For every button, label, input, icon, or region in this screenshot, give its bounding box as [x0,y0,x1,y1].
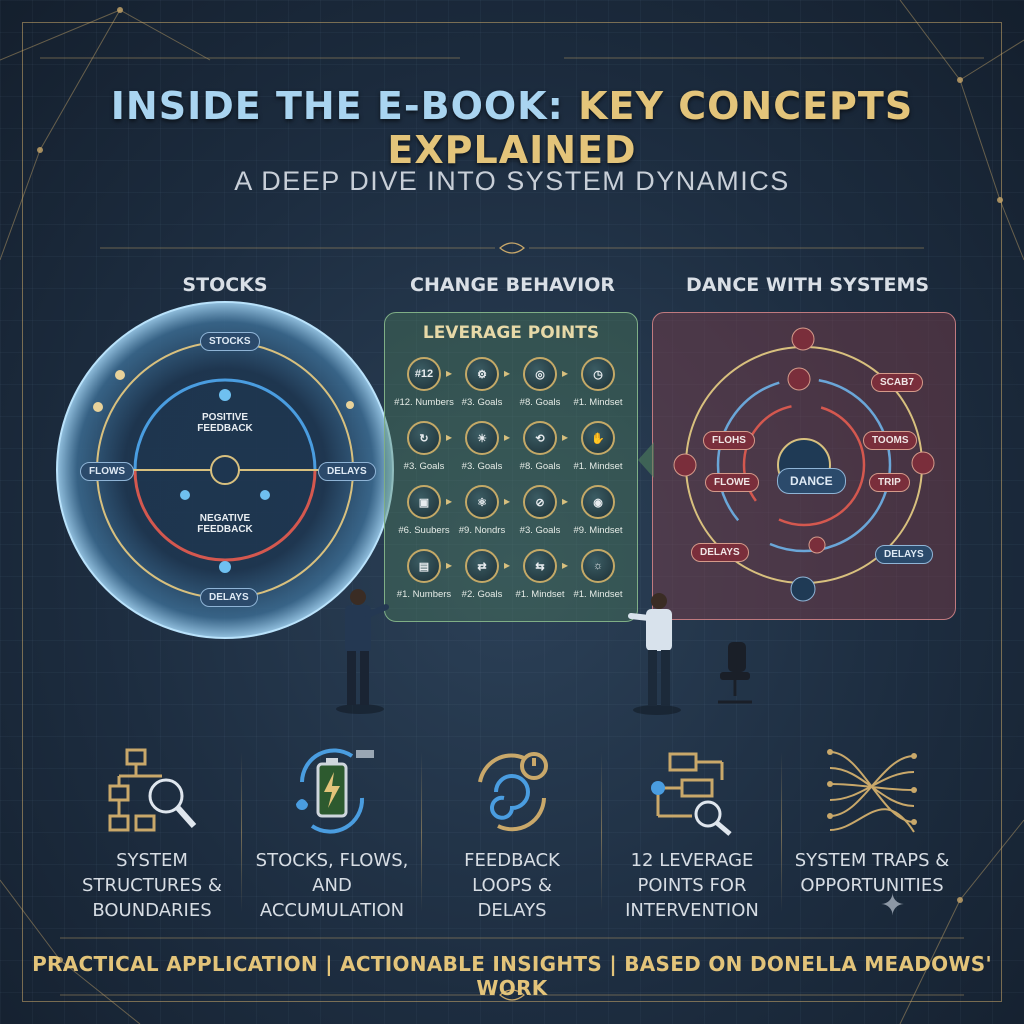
footer-tagline: PRACTICAL APPLICATION | ACTIONABLE INSIG… [32,952,992,1000]
flow-diagram-icon [651,752,732,836]
leverage-caption: #1. Mindset [573,397,623,408]
leverage-node: ▤ [407,549,441,583]
leverage-node: ⟲ [523,421,557,455]
leverage-caption: #9. Mindset [573,525,623,536]
leverage-node: ☀ [465,421,499,455]
arrow-right-icon: ▸ [446,430,453,444]
leverage-caption: #3. Goals [461,461,503,472]
leverage-node: ◷ [581,357,615,391]
feature-label: SYSTEM STRUCTURES & BOUNDARIES [82,850,222,921]
gold-frame [22,22,1002,1002]
leverage-node: ⚙ [465,357,499,391]
feature-label: 12 LEVERAGE POINTS FOR INTERVENTION [625,850,759,921]
leverage-caption: #12. Numbers [394,397,454,408]
battery-cycle-icon [296,748,374,834]
stocks-node-top: STOCKS [200,332,260,351]
leverage-node: ▣ [407,485,441,519]
leverage-caption: #1. Numbers [396,589,452,600]
leverage-node: ⇆ [523,549,557,583]
negative-feedback-label: NEGATIVE FEEDBACK [197,513,253,535]
dance-node-flohs: FLOHS [703,431,755,450]
feature-label: FEEDBACK LOOPS & DELAYS [464,850,560,921]
positive-feedback-label: POSITIVE FEEDBACK [197,412,253,434]
dance-node-trip: TRIP [869,473,910,492]
dance-node-delays-left: DELAYS [691,543,749,562]
leverage-points-title: LEVERAGE POINTS [422,323,600,343]
leverage-caption: #3. Goals [519,525,561,536]
page-title: INSIDE THE E-BOOK: KEY CONCEPTS EXPLAINE… [0,84,1024,172]
office-chair [718,642,752,704]
feature-stocks-flows: STOCKS, FLOWS, AND ACCUMULATION [242,742,422,927]
presenter-figure-right [628,593,681,715]
leverage-node: ◎ [523,357,557,391]
divider [241,752,242,912]
arrow-right-icon: ▸ [446,366,453,380]
arrow-right-icon: ▸ [562,558,569,572]
leverage-caption: #2. Goals [461,589,503,600]
title-part-2: KEY CONCEPTS EXPLAINED [387,84,914,172]
leverage-node: ⇄ [465,549,499,583]
feature-leverage-points: 12 LEVERAGE POINTS FOR INTERVENTION [602,742,782,927]
dance-node-flowe: FLOWE [705,473,760,492]
dance-with-systems-panel: DANCE FLOHS FLOWE SCAB7 TOOMS TRIP DELAY… [652,312,956,620]
title-part-1: INSIDE THE E-BOOK: [110,84,564,128]
arrow-right-icon: ▸ [562,430,569,444]
section-label-dance: DANCE WITH SYSTEMS [685,274,930,296]
section-label-stocks: STOCKS [182,274,268,296]
leverage-caption: #3. Goals [461,397,503,408]
feature-feedback-loops: FEEDBACK LOOPS & DELAYS [422,742,602,927]
dance-loop-diagram [673,327,935,602]
presenter-figure-left [336,589,389,714]
flows-node: FLOWS [80,462,135,481]
divider [421,752,422,912]
feature-label: STOCKS, FLOWS, AND ACCUMULATION [255,850,409,921]
hierarchy-magnifier-icon [108,748,197,832]
leverage-node: ☼ [581,549,615,583]
feedback-loop-icon [478,752,548,832]
dance-node-delays-right: DELAYS [875,545,933,564]
leverage-node: ◉ [581,485,615,519]
feature-label: SYSTEM TRAPS & OPPORTUNITIES [794,850,950,896]
arrow-right-icon: ▸ [504,366,511,380]
arrow-right-icon: ▸ [562,494,569,508]
arrow-right-icon: ▸ [504,494,511,508]
arrow-right-icon: ▸ [446,494,453,508]
tangled-lines-icon [827,749,917,833]
feature-system-structures: SYSTEM STRUCTURES & BOUNDARIES [62,742,242,927]
dance-node-scab7: SCAB7 [871,373,923,392]
leverage-caption: #1. Mindset [515,589,565,600]
delays-node-right: DELAYS [318,462,376,481]
leverage-caption: #6. Suubers [398,525,450,536]
leverage-caption: #8. Goals [519,461,561,472]
dance-node-tooms: TOOMS [863,431,918,450]
leverage-node: ⊘ [523,485,557,519]
leverage-caption: #1. Mindset [573,589,623,600]
arrow-right-icon: ▸ [504,430,511,444]
arrow-right-icon: ▸ [562,366,569,380]
panel-connector-arrow [638,442,654,478]
leverage-caption: #3. Goals [403,461,445,472]
divider [601,752,602,912]
leverage-node: #12 [407,357,441,391]
dance-center-node: DANCE [777,468,846,494]
sparkle-icon: ✦ [880,889,906,922]
arrow-right-icon: ▸ [446,558,453,572]
leverage-points-panel: LEVERAGE POINTS #12 #12. Numbers ▸ ⚙ #3. Goa… [384,312,638,622]
page-subtitle: A DEEP DIVE INTO SYSTEM DYNAMICS [234,166,790,196]
feature-system-traps: SYSTEM TRAPS & OPPORTUNITIES [782,742,962,927]
leverage-caption: #1. Mindset [573,461,623,472]
delays-node-bottom: DELAYS [200,588,258,607]
divider [781,752,782,912]
arrow-right-icon: ▸ [504,558,511,572]
leverage-node: ✋ [581,421,615,455]
leverage-node: ↻ [407,421,441,455]
leverage-caption: #8. Goals [519,397,561,408]
leverage-node: ⚛ [465,485,499,519]
leverage-caption: #9. Nondrs [458,525,506,536]
section-label-change-behavior: CHANGE BEHAVIOR [410,274,615,296]
